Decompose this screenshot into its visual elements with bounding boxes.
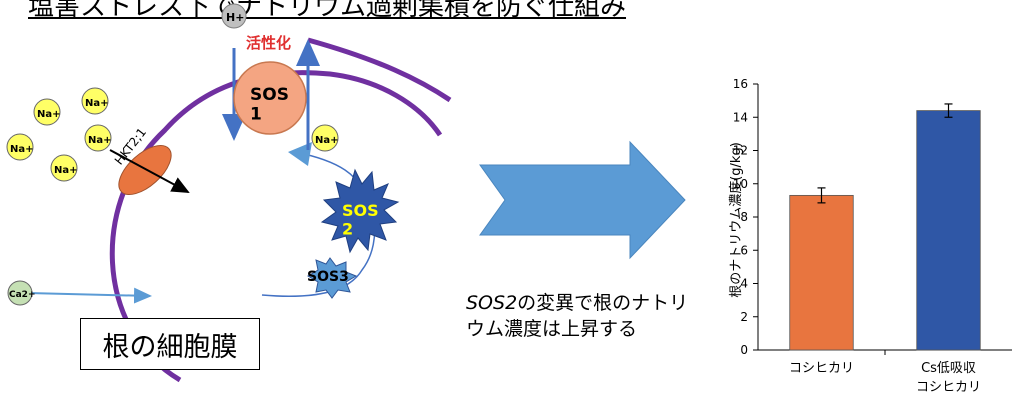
na-ion: [81, 87, 109, 115]
bar: [789, 194, 854, 351]
na-ion: [6, 133, 34, 161]
chart-bars: [789, 103, 981, 351]
y-tick-label: 0: [740, 343, 748, 357]
y-tick-label: 6: [740, 243, 748, 257]
sos3-protein: [307, 257, 358, 299]
na-ion-label: Na+: [85, 98, 109, 109]
caption-line1: SOS2の変異で根のナトリ: [466, 290, 688, 316]
na-ion-label: Na+: [315, 135, 339, 146]
sos3-label: SOS3: [307, 269, 349, 285]
y-tick-label: 8: [740, 210, 748, 224]
na-ion-label: Na+: [88, 135, 112, 146]
membrane-label-box: 根の細胞膜: [80, 318, 260, 370]
result-block-arrow: [479, 140, 686, 260]
na-ion: [84, 124, 112, 152]
na-ion: [50, 154, 78, 182]
na-ion-label: Na+: [54, 165, 78, 176]
page-title: 塩害ストレス下でナトリウム過剰集積を防ぐ仕組み: [28, 0, 627, 22]
y-tick-label: 14: [733, 110, 748, 124]
ca-ion: [7, 280, 33, 306]
hkt-arrow: [109, 149, 190, 193]
ca-arrow: [27, 287, 152, 304]
ca-ion-label: Ca2+: [9, 290, 35, 300]
bar: [916, 110, 981, 351]
activation-label: 活性化: [246, 34, 291, 52]
sos1-protein: [233, 61, 307, 135]
x-tick-label: Cs低吸収: [921, 361, 976, 376]
cell-membrane-curve: [109, 70, 443, 383]
y-tick-label: 16: [733, 77, 748, 91]
sos-cycle-arrowhead: [288, 142, 312, 166]
na-ions: Na+ Na+ Na+ Na+ Na+ Na+: [6, 87, 339, 182]
x-tick-label: コシヒカリ: [789, 361, 854, 376]
hkt-transporter: [118, 145, 172, 195]
caption-line2: ウム濃度は上昇する: [466, 318, 638, 340]
y-tick-label: 4: [740, 277, 748, 291]
y-tick-label: 12: [733, 144, 748, 158]
na-ion-label: Na+: [37, 109, 61, 120]
h-ion: [221, 3, 247, 29]
na-ion: [33, 98, 61, 126]
na-ion: [311, 124, 339, 152]
caption-line1-text: SOS2の変異で根のナトリ: [466, 292, 689, 314]
sos2-protein: [320, 168, 400, 254]
x-tick-label: コシヒカリ: [916, 380, 981, 395]
outer-membrane-curve: [307, 37, 452, 103]
y-axis-label: 根のナトリウム濃度(g/kg): [728, 142, 744, 298]
y-tick-label: 2: [740, 310, 748, 324]
y-tick-label: 10: [733, 177, 748, 191]
na-ion-label: Na+: [10, 144, 34, 155]
h-ion-label: H+: [226, 11, 244, 24]
result-caption: SOS2の変異で根のナトリ ウム濃度は上昇する: [466, 290, 688, 342]
membrane-label: 根の細胞膜: [102, 331, 238, 363]
